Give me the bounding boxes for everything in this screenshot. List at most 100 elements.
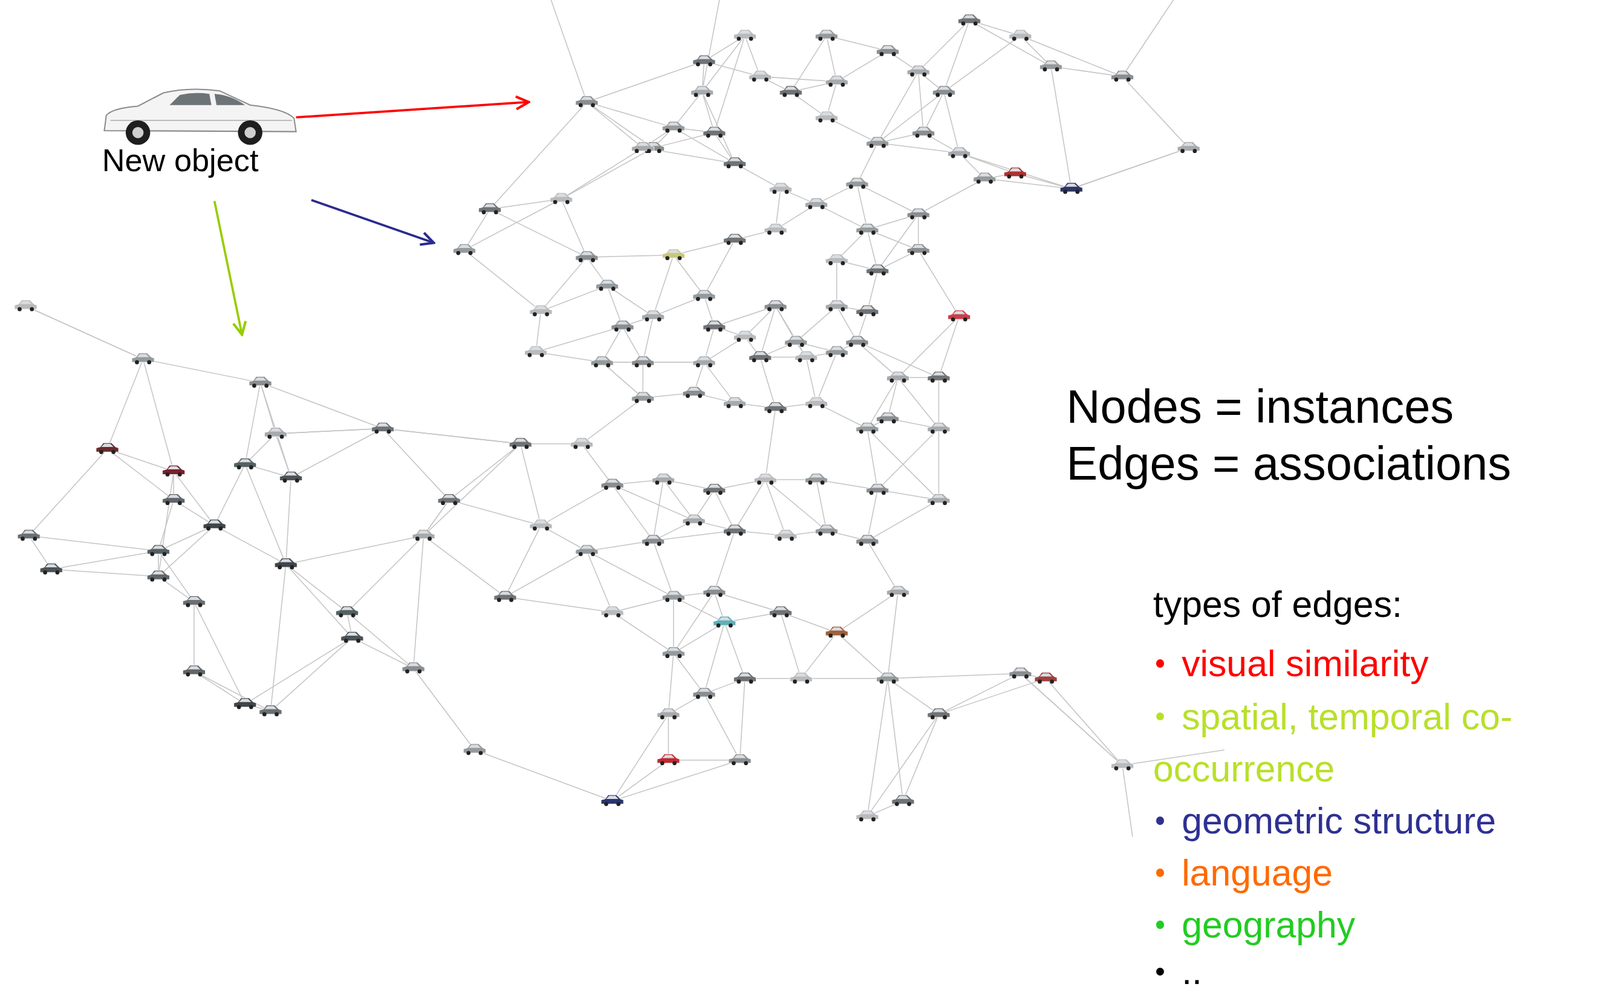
association-edge <box>612 760 669 801</box>
car-body <box>866 483 889 493</box>
car-wheel <box>889 378 894 383</box>
car-wheel <box>1043 67 1048 72</box>
car-wheel <box>647 363 652 368</box>
car-window <box>417 530 430 534</box>
car-instance <box>845 177 869 190</box>
car-window <box>605 479 618 483</box>
car-wheel <box>578 102 583 108</box>
association-edge <box>653 530 735 541</box>
car-wheel <box>111 449 116 455</box>
car-wheel <box>634 363 640 368</box>
car-wheel <box>1055 67 1060 72</box>
car-wheel <box>861 184 866 189</box>
car-wheel <box>804 679 810 684</box>
car-body <box>1039 60 1062 70</box>
car-instance <box>927 494 950 506</box>
car-instance <box>912 126 935 138</box>
car-wheel <box>708 296 713 302</box>
association-edge <box>938 678 1046 715</box>
car-instance <box>825 345 848 358</box>
graph-note: Edges = associations <box>1066 436 1512 491</box>
car-window <box>769 402 782 406</box>
car-wheel <box>818 531 823 536</box>
car-window <box>830 255 843 259</box>
association-edge <box>739 678 745 761</box>
association-edge <box>867 229 918 251</box>
association-edge <box>541 525 588 551</box>
car-wheel <box>779 408 784 414</box>
car-window <box>708 484 721 488</box>
car-wheel <box>807 480 813 485</box>
car-instance <box>692 356 716 368</box>
car-wheel <box>20 536 25 541</box>
association-edge <box>26 305 144 360</box>
association-edge <box>938 428 940 501</box>
car-instance <box>733 672 756 684</box>
car-body <box>703 320 726 330</box>
association-edge <box>275 433 291 478</box>
association-edge <box>816 402 868 429</box>
car-wheel <box>726 240 732 245</box>
association-edge <box>535 326 623 352</box>
association-edge <box>877 91 944 143</box>
car-instance <box>570 437 593 450</box>
car-instance <box>642 310 665 322</box>
car-wheel <box>848 184 854 189</box>
car-body <box>642 310 665 320</box>
association-edge <box>1050 66 1072 189</box>
car-instance <box>1034 672 1057 684</box>
edge-type: language <box>1153 846 1333 899</box>
car-instance <box>866 136 889 149</box>
association-edge <box>734 163 781 189</box>
car-window <box>596 356 609 360</box>
car-window <box>881 673 894 677</box>
car-wheel <box>951 317 956 322</box>
association-edge <box>918 20 970 72</box>
car-instance <box>182 595 205 608</box>
car-instance <box>1009 666 1032 679</box>
car-wheel <box>840 633 845 638</box>
association-edge <box>918 249 960 317</box>
car-window <box>1044 61 1057 65</box>
car-window <box>534 520 547 524</box>
car-body <box>234 457 257 467</box>
association-edge <box>541 256 588 311</box>
car-instance <box>789 672 813 684</box>
car-wheel <box>764 357 769 363</box>
car-wheel <box>706 490 711 495</box>
association-edge <box>816 203 868 230</box>
car-wheel <box>634 399 640 404</box>
car-instance <box>1009 29 1032 42</box>
car-wheel <box>677 128 683 134</box>
car-wheel <box>726 531 732 536</box>
car-wheel <box>146 360 152 365</box>
car-instance <box>249 376 272 389</box>
car-body <box>876 672 900 682</box>
car-wheel <box>948 93 953 98</box>
association-edge <box>449 500 542 526</box>
car-wheel <box>942 715 947 720</box>
car-body <box>182 595 205 605</box>
car-wheel <box>922 250 927 256</box>
car-instance <box>804 473 828 485</box>
car-body <box>692 687 716 697</box>
car-instance <box>825 626 848 638</box>
car-instance <box>876 44 900 57</box>
car-body <box>845 177 869 187</box>
association-edge <box>244 382 261 465</box>
car-body <box>856 422 879 432</box>
car-window <box>687 515 700 519</box>
car-instance <box>774 529 797 542</box>
car-instance <box>856 534 879 547</box>
car-body <box>815 29 838 39</box>
car-wheel <box>777 536 782 541</box>
car-window <box>605 607 618 611</box>
car-wheel <box>344 638 349 643</box>
association-edge <box>26 305 144 360</box>
car-body <box>662 647 685 657</box>
car-instance <box>728 754 752 766</box>
car-wheel <box>718 592 723 597</box>
car-wheel <box>871 541 876 547</box>
association-edge <box>836 591 898 632</box>
car-instance <box>764 223 787 235</box>
